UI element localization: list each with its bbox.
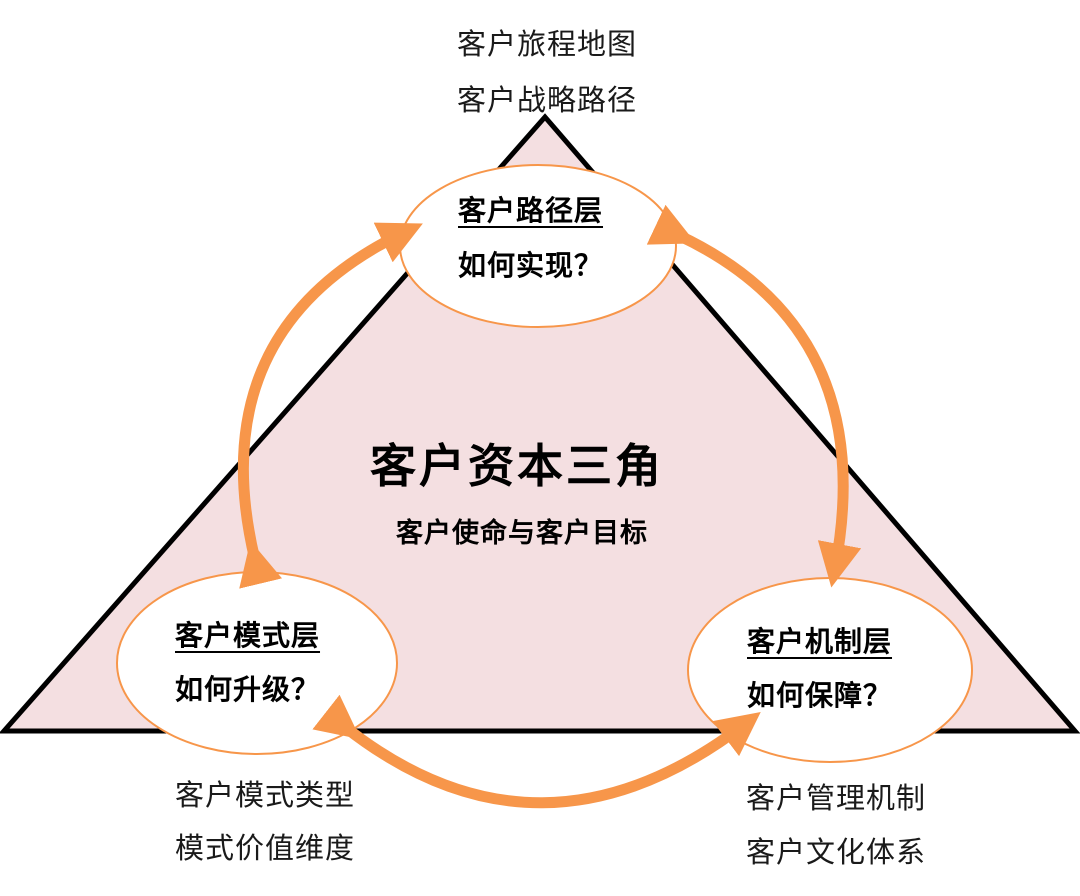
center-subtitle: 客户使命与客户目标 (396, 518, 648, 549)
left-layer-title: 客户模式层 (175, 619, 321, 652)
left-note-2: 模式价值维度 (175, 831, 356, 865)
center-title: 客户资本三角 (370, 439, 664, 493)
right-layer-question: 如何保障？ (747, 679, 893, 712)
top-note-1: 客户旅程地图 (457, 27, 638, 61)
top-layer-question: 如何实现？ (458, 249, 604, 282)
right-layer-title: 客户机制层 (747, 625, 893, 658)
arrow-left-right (312, 694, 761, 809)
ellipse-left (116, 571, 398, 755)
right-note-2: 客户文化体系 (746, 835, 927, 869)
top-layer-title: 客户路径层 (458, 194, 604, 227)
arrow-top-right (646, 204, 862, 588)
top-note-2: 客户战略路径 (457, 83, 638, 117)
left-layer-question: 如何升级？ (175, 673, 321, 706)
arrow-left-top (237, 222, 423, 589)
right-note-1: 客户管理机制 (746, 781, 927, 815)
left-note-1: 客户模式类型 (175, 778, 356, 812)
ellipse-top (399, 164, 677, 328)
